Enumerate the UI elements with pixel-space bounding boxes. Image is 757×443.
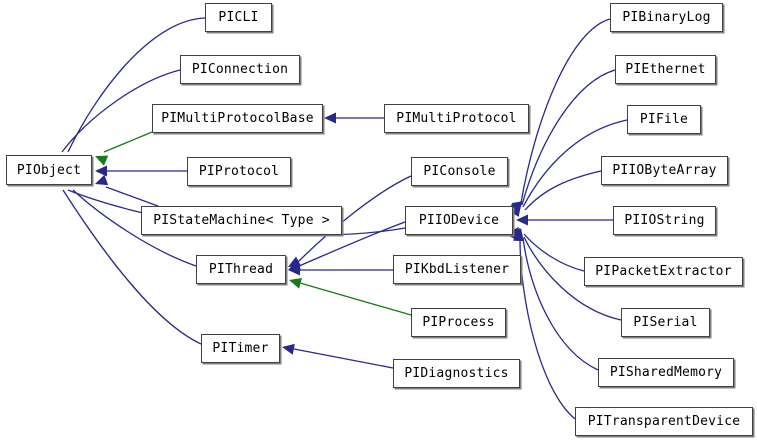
class-node-label: PIDiagnostics xyxy=(404,366,509,381)
class-node-pistatemachine[interactable]: PIStateMachine< Type > xyxy=(141,206,342,235)
class-node-piethernet[interactable]: PIEthernet xyxy=(615,55,716,84)
class-node-pidiagnostics[interactable]: PIDiagnostics xyxy=(393,359,520,388)
class-node-piobject[interactable]: PIObject xyxy=(6,155,92,185)
class-node-pipacketextractor[interactable]: PIPacketExtractor xyxy=(584,257,743,286)
class-node-label: PIConnection xyxy=(191,62,289,77)
class-node-label: PITransparentDevice xyxy=(587,414,741,429)
inheritance-arrowhead xyxy=(95,155,109,166)
inheritance-arrowhead xyxy=(288,260,302,271)
class-node-piiostring[interactable]: PIIOString xyxy=(613,206,716,235)
inheritance-arrowhead xyxy=(95,165,107,177)
class-node-label: PIBinaryLog xyxy=(622,10,711,25)
class-node-label: PIPacketExtractor xyxy=(595,264,732,279)
inheritance-arrowhead xyxy=(513,229,525,242)
inheritance-arrowhead xyxy=(516,214,528,226)
inheritance-edge xyxy=(105,186,159,207)
class-node-label: PIConsole xyxy=(423,164,496,179)
class-node-pisharedmemory[interactable]: PISharedMemory xyxy=(598,358,734,387)
class-node-label: PIMultiProtocol xyxy=(396,111,517,126)
class-node-label: PIIOByteArray xyxy=(612,163,717,178)
class-node-piconnection[interactable]: PIConnection xyxy=(180,55,300,84)
inheritance-edge xyxy=(524,170,602,211)
class-node-label: PIProcess xyxy=(422,315,495,330)
class-node-piserial[interactable]: PISerial xyxy=(621,308,710,337)
class-node-label: PISerial xyxy=(633,315,698,330)
class-node-pimultiprotocol[interactable]: PIMultiProtocol xyxy=(384,104,529,133)
class-node-piprocess[interactable]: PIProcess xyxy=(411,308,506,337)
class-node-piprotocol[interactable]: PIProtocol xyxy=(187,157,291,186)
inheritance-edge xyxy=(523,233,585,272)
class-node-label: PIKbdListener xyxy=(404,262,510,277)
class-node-pithread[interactable]: PIThread xyxy=(196,255,286,284)
class-node-label: PIProtocol xyxy=(198,164,280,179)
class-node-picli[interactable]: PICLI xyxy=(205,3,272,32)
class-node-label: PIFile xyxy=(639,112,689,127)
class-node-label: PIIODevice xyxy=(418,213,500,228)
class-node-label: PIMultiProtocolBase xyxy=(161,111,314,126)
class-node-label: PIEthernet xyxy=(625,62,706,77)
class-node-label: PISharedMemory xyxy=(609,365,723,380)
class-node-pimultiprotocolbase[interactable]: PIMultiProtocolBase xyxy=(152,104,323,133)
inheritance-arrowhead xyxy=(324,112,336,124)
inheritance-edge xyxy=(299,282,412,316)
inheritance-edge xyxy=(520,18,611,204)
class-node-pitransparentdevice[interactable]: PITransparentDevice xyxy=(575,407,753,436)
inheritance-edge xyxy=(519,238,576,420)
inheritance-edge xyxy=(103,131,153,153)
class-node-label: PIStateMachine< Type > xyxy=(153,213,330,228)
class-node-pitimer[interactable]: PITimer xyxy=(201,334,280,363)
inheritance-arrowhead xyxy=(282,343,295,355)
inheritance-arrowhead xyxy=(288,264,300,276)
class-node-label: PIThread xyxy=(208,262,274,277)
inheritance-arrowhead xyxy=(289,278,303,289)
class-node-label: PIIOString xyxy=(624,213,705,228)
class-node-label: PITimer xyxy=(212,341,269,356)
class-node-pifile[interactable]: PIFile xyxy=(627,105,701,134)
class-node-label: PIObject xyxy=(16,162,82,178)
inheritance-edge xyxy=(293,348,394,369)
class-node-pikbdlistener[interactable]: PIKbdListener xyxy=(393,255,521,284)
class-node-piiobytearray[interactable]: PIIOByteArray xyxy=(601,156,728,185)
class-node-piconsole[interactable]: PIConsole xyxy=(411,157,508,186)
inheritance-arrowhead xyxy=(511,201,523,214)
inheritance-arrowhead xyxy=(95,174,109,186)
class-node-pibinarylog[interactable]: PIBinaryLog xyxy=(610,3,723,32)
inheritance-arrowhead xyxy=(288,256,302,267)
inheritance-arrowhead xyxy=(512,228,524,241)
class-node-label: PICLI xyxy=(218,10,259,25)
class-node-piiodevice[interactable]: PIIODevice xyxy=(405,206,513,235)
